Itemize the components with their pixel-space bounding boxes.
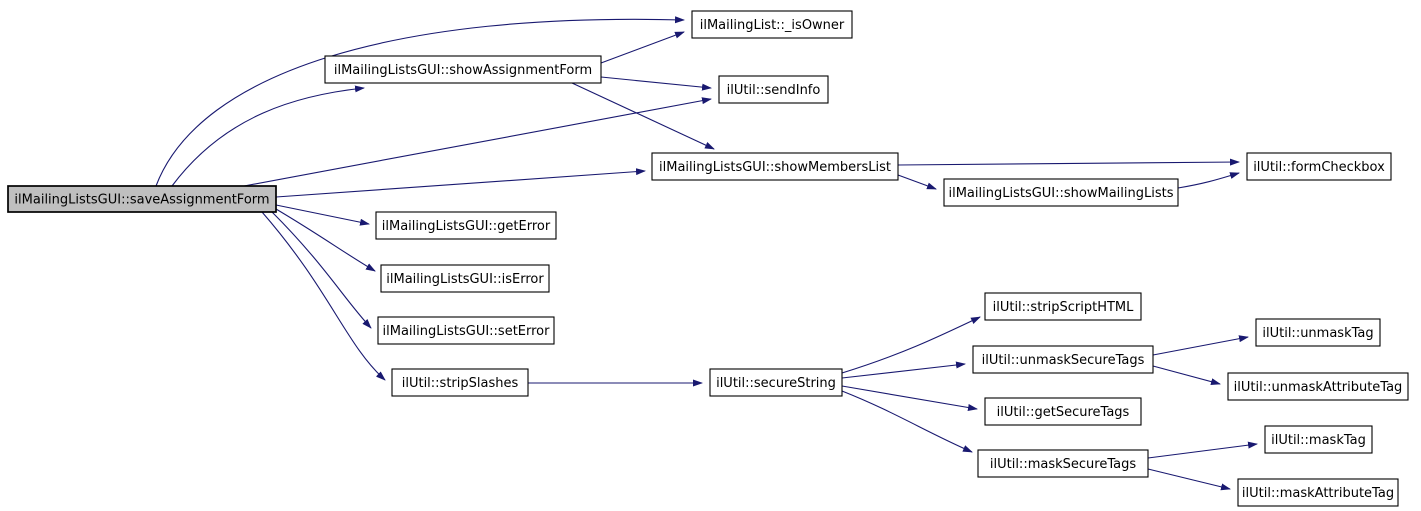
node-formCheckbox[interactable]: ilUtil::formCheckbox [1246,152,1392,181]
node-label-stripScriptHTML: ilUtil::stripScriptHTML [993,300,1135,315]
node-box-maskSecureTags[interactable] [977,449,1149,478]
node-box-showMembersList[interactable] [651,152,899,181]
node-setError[interactable]: ilMailingListsGUI::setError [377,316,555,345]
node-box-sendInfo[interactable] [718,75,829,104]
node-box-showAssignmentForm[interactable] [324,55,602,84]
edge-saveAssignmentForm-showMembersList [275,168,646,198]
node-box-getSecureTags[interactable] [984,397,1142,426]
edge-secureString-unmaskSecureTags [841,361,966,379]
node-maskAttributeTag[interactable]: ilUtil::maskAttributeTag [1237,478,1399,507]
node-label-getError: ilMailingListsGUI::getError [382,219,551,234]
node-label-secureString: ilUtil::secureString [716,376,836,391]
node-box-stripSlashes[interactable] [391,368,529,397]
node-unmaskSecureTags[interactable]: ilUtil::unmaskSecureTags [972,345,1154,374]
node-label-maskSecureTags: ilUtil::maskSecureTags [990,457,1136,472]
node-label-maskAttributeTag: ilUtil::maskAttributeTag [1242,486,1394,501]
edge-unmaskSecureTags-unmaskTag [1152,335,1249,356]
node-box-formCheckbox[interactable] [1246,152,1392,181]
node-label-setError: ilMailingListsGUI::setError [383,324,551,339]
node-label-unmaskSecureTags: ilUtil::unmaskSecureTags [982,353,1145,368]
edge-showMembersList-showMailingLists [897,174,937,190]
edge-showAssignmentForm-showMembersList [571,82,715,150]
node-showMailingLists[interactable]: ilMailingListsGUI::showMailingLists [943,178,1179,207]
edge-saveAssignmentForm-sendInfo [243,97,712,187]
edge-secureString-getSecureTags [841,385,978,411]
node-stripScriptHTML[interactable]: ilUtil::stripScriptHTML [984,292,1142,321]
edge-saveAssignmentForm-setError [271,211,372,329]
edge-unmaskSecureTags-unmaskAttributeTag [1152,365,1221,386]
edge-showAssignmentForm-sendInfo [600,76,712,91]
node-label-saveAssignmentForm: ilMailingListsGUI::saveAssignmentForm [14,193,269,208]
node-box-saveAssignmentForm[interactable] [7,185,277,213]
node-box-unmaskSecureTags[interactable] [972,345,1154,374]
node-box-maskTag[interactable] [1264,425,1373,454]
edge-saveAssignmentForm-isOwner [155,16,685,187]
node-maskTag[interactable]: ilUtil::maskTag [1264,425,1373,454]
node-secureString[interactable]: ilUtil::secureString [709,368,843,397]
node-label-showMailingLists: ilMailingListsGUI::showMailingLists [948,186,1173,201]
node-unmaskAttributeTag[interactable]: ilUtil::unmaskAttributeTag [1227,372,1409,401]
node-box-setError[interactable] [377,316,555,345]
node-label-showAssignmentForm: ilMailingListsGUI::showAssignmentForm [334,63,592,78]
node-label-showMembersList: ilMailingListsGUI::showMembersList [659,160,891,175]
node-box-getError[interactable] [375,211,557,240]
node-box-stripScriptHTML[interactable] [984,292,1142,321]
node-getSecureTags[interactable]: ilUtil::getSecureTags [984,397,1142,426]
node-box-unmaskTag[interactable] [1255,318,1381,347]
edge-saveAssignmentForm-getError [275,204,370,226]
node-label-stripSlashes: ilUtil::stripSlashes [402,376,519,391]
node-label-sendInfo: ilUtil::sendInfo [727,83,821,98]
node-label-isOwner: ilMailingList::_isOwner [700,18,845,33]
node-label-maskTag: ilUtil::maskTag [1271,433,1366,448]
edge-saveAssignmentForm-isError [275,208,376,272]
node-box-isError[interactable] [380,264,550,293]
node-box-maskAttributeTag[interactable] [1237,478,1399,507]
node-showMembersList[interactable]: ilMailingListsGUI::showMembersList [651,152,899,181]
node-box-isOwner[interactable] [691,10,853,39]
node-box-showMailingLists[interactable] [943,178,1179,207]
edge-maskSecureTags-maskAttributeTag [1147,468,1231,491]
edge-secureString-maskSecureTags [841,390,973,453]
node-label-unmaskTag: ilUtil::unmaskTag [1262,326,1373,341]
node-maskSecureTags[interactable]: ilUtil::maskSecureTags [977,449,1149,478]
node-isOwner[interactable]: ilMailingList::_isOwner [691,10,853,39]
edge-showMailingLists-formCheckbox [1177,172,1240,189]
node-getError[interactable]: ilMailingListsGUI::getError [375,211,557,240]
node-saveAssignmentForm[interactable]: ilMailingListsGUI::saveAssignmentForm [7,185,277,213]
edge-maskSecureTags-maskTag [1147,441,1258,459]
node-unmaskTag[interactable]: ilUtil::unmaskTag [1255,318,1381,347]
node-sendInfo[interactable]: ilUtil::sendInfo [718,75,829,104]
node-stripSlashes[interactable]: ilUtil::stripSlashes [391,368,529,397]
node-label-unmaskAttributeTag: ilUtil::unmaskAttributeTag [1234,380,1403,395]
node-box-secureString[interactable] [709,368,843,397]
node-label-isError: ilMailingListsGUI::isError [386,272,544,287]
node-label-formCheckbox: ilUtil::formCheckbox [1253,160,1385,175]
node-isError[interactable]: ilMailingListsGUI::isError [380,264,550,293]
node-box-unmaskAttributeTag[interactable] [1227,372,1409,401]
node-showAssignmentForm[interactable]: ilMailingListsGUI::showAssignmentForm [324,55,602,84]
edge-showMembersList-formCheckbox [897,158,1240,166]
node-label-getSecureTags: ilUtil::getSecureTags [997,405,1130,420]
edge-secureString-stripScriptHTML [841,316,981,374]
edge-saveAssignmentForm-stripSlashes [261,211,386,381]
edge-showAssignmentForm-isOwner [600,31,685,64]
edge-saveAssignmentForm-showAssignmentForm [171,85,365,187]
